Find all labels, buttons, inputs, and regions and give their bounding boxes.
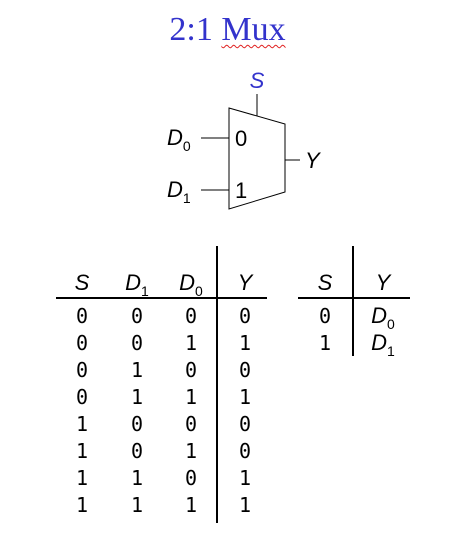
- compact-table-cell-y: D0: [371, 303, 395, 332]
- full-table-cell: 1: [185, 439, 197, 463]
- full-table-cell: 1: [185, 385, 197, 409]
- full-table-cell: 0: [131, 439, 143, 463]
- full-table-cell: 1: [131, 493, 143, 517]
- full-table-cell: 0: [131, 304, 143, 328]
- full-truth-table: S D1 D0 Y 0 0 0 0 0 0 1 1 0 1 0 0 0 1 1 1 1 0 0 0 1 0 1 0 1 1 0 1 1 1 1 1: [56, 246, 267, 523]
- full-table-cell: 0: [76, 331, 88, 355]
- page-title: 2:1 Mux: [0, 10, 455, 50]
- full-table-cell: 1: [185, 493, 197, 517]
- full-header-d1: D1: [125, 270, 149, 299]
- input-label-d0: D0: [167, 125, 191, 154]
- full-table-cell: 0: [185, 358, 197, 382]
- compact-header-y: Y: [376, 270, 392, 295]
- full-table-cell: 0: [239, 358, 251, 382]
- title-number: 2:1: [169, 11, 213, 48]
- full-table-cell: 0: [76, 358, 88, 382]
- full-table-cell: 0: [76, 385, 88, 409]
- full-table-cell: 1: [76, 493, 88, 517]
- full-table-cell: 1: [185, 331, 197, 355]
- full-table-cell: 1: [239, 493, 251, 517]
- full-table-cell: 0: [239, 439, 251, 463]
- compact-header-s: S: [318, 270, 333, 295]
- full-table-cell: 0: [76, 304, 88, 328]
- title-word: Mux: [221, 11, 286, 48]
- compact-table-cell-y: D1: [371, 330, 395, 359]
- select-label: S: [250, 68, 265, 93]
- full-table-cell: 1: [131, 466, 143, 490]
- full-header-y: Y: [238, 270, 254, 295]
- full-table-cell: 1: [239, 385, 251, 409]
- full-table-cell: 0: [239, 304, 251, 328]
- output-label: Y: [305, 148, 321, 173]
- mux-body: [228, 107, 286, 210]
- pin-label-0: 0: [235, 126, 247, 151]
- pin-label-1: 1: [235, 178, 247, 203]
- full-table-cell: 1: [76, 412, 88, 436]
- full-table-cell: 0: [185, 466, 197, 490]
- full-table-cell: 1: [239, 466, 251, 490]
- full-table-cell: 1: [131, 358, 143, 382]
- full-header-s: S: [75, 270, 90, 295]
- full-table-cell: 0: [239, 412, 251, 436]
- compact-table-cell-s: 0: [319, 304, 331, 328]
- input-label-d1: D1: [167, 177, 191, 206]
- full-table-cell: 1: [76, 439, 88, 463]
- full-table-cell: 1: [131, 385, 143, 409]
- full-table-cell: 0: [185, 412, 197, 436]
- mux-symbol: S D0 D1 0 1 Y: [167, 68, 321, 210]
- compact-table-cell-s: 1: [319, 331, 331, 355]
- compact-truth-table: S Y 0 D0 1 D1: [298, 246, 410, 359]
- full-table-cell: 1: [76, 466, 88, 490]
- full-table-cell: 0: [185, 304, 197, 328]
- full-table-cell: 1: [239, 331, 251, 355]
- full-header-d0: D0: [179, 270, 203, 299]
- full-table-cell: 0: [131, 331, 143, 355]
- full-table-cell: 0: [131, 412, 143, 436]
